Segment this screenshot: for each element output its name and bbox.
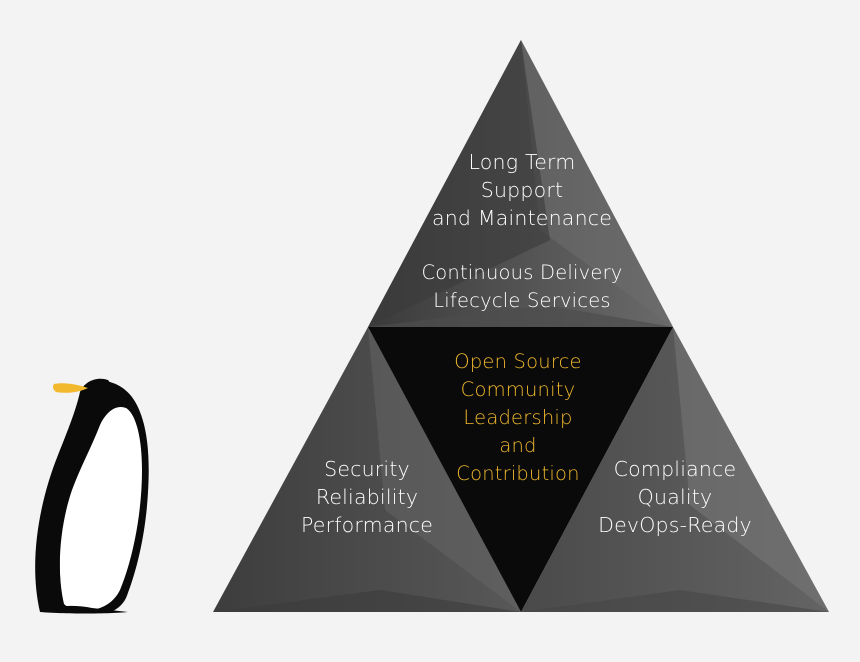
pyramid-right-line-1: Compliance bbox=[613, 457, 737, 481]
pyramid-center-line-4: and bbox=[499, 434, 537, 457]
pyramid-top-line-2: Support bbox=[480, 178, 564, 202]
pyramid-top-sub-line-2: Lifecycle Services bbox=[433, 289, 611, 312]
pyramid-left-label: Security Reliability Performance bbox=[301, 455, 433, 539]
pyramid-left-line-1: Security bbox=[324, 457, 410, 481]
pyramid-center-line-2: Community bbox=[460, 378, 576, 401]
pyramid-top-line-3: and Maintenance bbox=[431, 206, 613, 230]
pyramid-top-sub-label: Continuous Delivery Lifecycle Services bbox=[421, 259, 622, 315]
pyramid-top-line-1: Long Term bbox=[468, 150, 576, 174]
pyramid-center-line-1: Open Source bbox=[454, 350, 582, 373]
pyramid-right-section bbox=[521, 327, 829, 612]
pyramid-center-section bbox=[368, 327, 673, 612]
pyramid-center-label: Open Source Community Leadership and Con… bbox=[454, 348, 581, 488]
pyramid-top-label: Long Term Support and Maintenance bbox=[432, 148, 612, 232]
penguin-icon bbox=[35, 378, 149, 614]
pyramid-right-line-2: Quality bbox=[637, 485, 713, 509]
pyramid-top-section bbox=[368, 40, 673, 327]
pyramid-left-line-2: Reliability bbox=[315, 485, 419, 509]
pyramid-right-line-3: DevOps-Ready bbox=[598, 513, 752, 537]
pyramid-center-line-3: Leadership bbox=[463, 406, 573, 429]
pyramid-left-line-3: Performance bbox=[300, 513, 434, 537]
pyramid-center-line-5: Contribution bbox=[456, 462, 580, 485]
pyramid-right-label: Compliance Quality DevOps-Ready bbox=[598, 455, 752, 539]
pyramid-top-sub-line-1: Continuous Delivery bbox=[421, 261, 623, 284]
